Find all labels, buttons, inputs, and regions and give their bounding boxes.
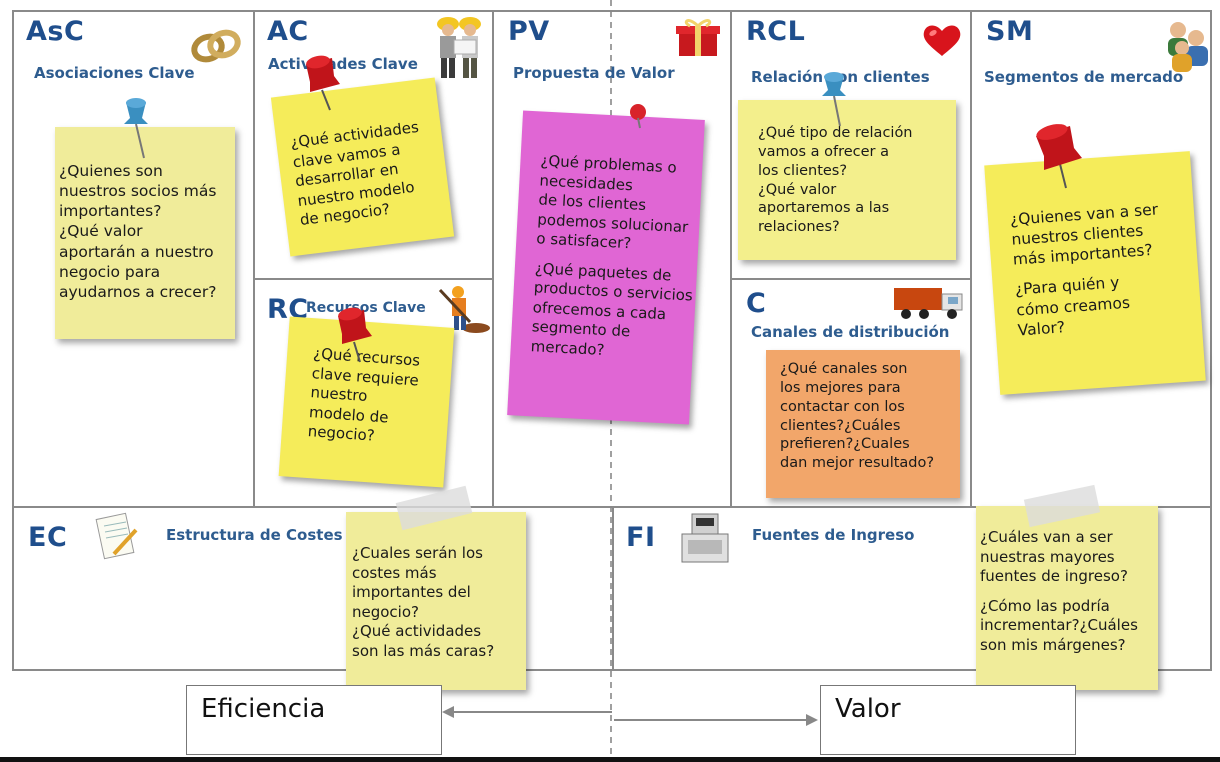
note-fi: ¿Cuáles van a ser nuestras mayores fuent… <box>976 506 1158 690</box>
arrow-to-eficiencia <box>442 706 612 718</box>
note-pv-text-1: ¿Qué problemas o necesidades de los clie… <box>535 151 689 253</box>
workers-icon <box>437 17 481 78</box>
note-pv: ¿Qué problemas o necesidades de los clie… <box>507 110 705 425</box>
valor-box: Valor <box>820 685 1076 755</box>
note-fi-text-2: ¿Cómo las podría incrementar?¿Cuáles son… <box>980 596 1138 654</box>
pushpin-icon <box>630 104 646 129</box>
note-ec: ¿Cuales serán los costes más importantes… <box>346 512 526 690</box>
code-c: C <box>746 288 767 319</box>
note-asc-text: ¿Quienes son nuestros socios más importa… <box>59 162 217 301</box>
code-ec: EC <box>28 522 68 553</box>
people-icon <box>1168 22 1208 72</box>
arrow-to-valor <box>614 714 818 726</box>
eficiencia-box: Eficiencia <box>186 685 442 755</box>
note-asc: ¿Quienes son nuestros socios más importa… <box>55 127 235 339</box>
title-pv: Propuesta de Valor <box>513 64 675 82</box>
title-asc: Asociaciones Clave <box>34 64 195 82</box>
title-c: Canales de distribución <box>751 323 950 341</box>
note-rcl: ¿Qué tipo de relación vamos a ofrecer a … <box>738 100 956 260</box>
note-c-text: ¿Qué canales son los mejores para contac… <box>780 361 935 472</box>
code-fi: FI <box>626 522 656 553</box>
code-pv: PV <box>508 16 550 47</box>
note-pv-text-2: ¿Qué paquetes de productos o servicios o… <box>530 258 694 359</box>
bottom-bar <box>0 757 1220 762</box>
code-ac: AC <box>267 16 309 47</box>
pushpin-icon <box>306 55 340 111</box>
title-fi: Fuentes de Ingreso <box>752 526 915 544</box>
digging-worker-icon <box>438 286 490 333</box>
code-rcl: RCL <box>746 16 806 47</box>
note-ac-text: ¿Qué actividades clave vamos a desarroll… <box>289 117 420 229</box>
notepad-icon <box>95 512 138 560</box>
heart-icon <box>923 25 961 56</box>
pushpin-icon <box>1036 124 1082 189</box>
title-sm: Segmentos de mercado <box>984 68 1184 86</box>
title-ac: Actividades Clave <box>268 55 418 73</box>
note-fi-text-1: ¿Cuáles van a ser nuestras mayores fuent… <box>980 528 1128 585</box>
truck-icon <box>894 288 963 319</box>
title-rc: Recursos Clave <box>306 300 426 316</box>
code-sm: SM <box>986 16 1034 47</box>
note-c: ¿Qué canales son los mejores para contac… <box>766 350 960 498</box>
note-sm-text-2: ¿Para quién y cómo creamos Valor? <box>1014 273 1131 340</box>
pushpin-icon <box>338 307 372 363</box>
note-ec-text: ¿Cuales serán los costes más importantes… <box>352 544 495 660</box>
title-ec: Estructura de Costes <box>166 526 343 544</box>
code-asc: AsC <box>26 16 85 47</box>
pushpin-icon <box>124 98 148 159</box>
cash-register-icon <box>681 513 729 563</box>
rings-icon <box>191 29 241 63</box>
note-sm: ¿Quienes van a ser nuestros clientes más… <box>984 151 1206 395</box>
gift-icon <box>676 19 720 56</box>
note-rcl-text: ¿Qué tipo de relación vamos a ofrecer a … <box>758 125 913 236</box>
pushpin-icon <box>822 72 846 127</box>
